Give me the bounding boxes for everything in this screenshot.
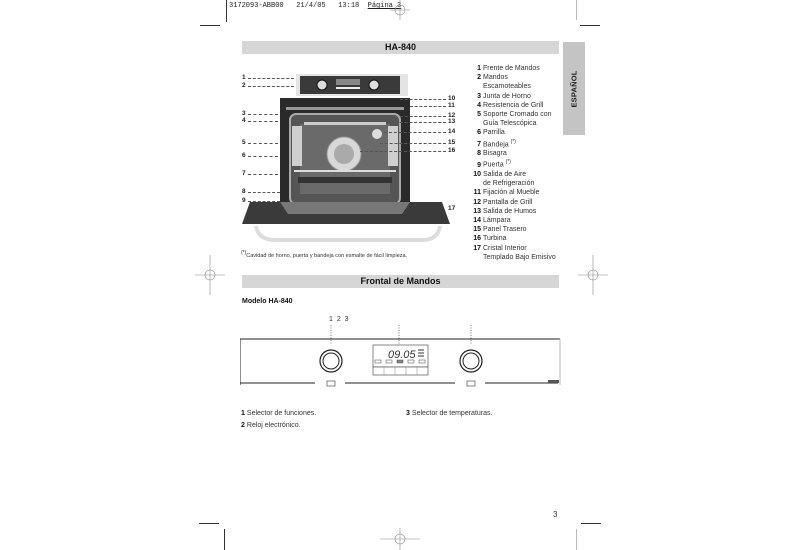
callout-label: 1 — [242, 74, 246, 81]
footnote: (*)Cavidad de horno, puerta y bandeja co… — [241, 250, 408, 259]
callout-label: 8 — [242, 188, 246, 195]
control-panel-diagram: 09.05 — [240, 325, 561, 387]
section-header-model: HA-840 — [242, 41, 559, 54]
callout-label: 7 — [242, 170, 246, 177]
oven-illustration — [242, 74, 450, 242]
crop-mark — [200, 25, 220, 26]
leader-line — [248, 78, 294, 79]
leader-line — [248, 192, 280, 193]
callout-label: 15 — [448, 139, 456, 146]
callout-label: 11 — [448, 102, 455, 109]
section-header-controls: Frontal de Mandos — [242, 275, 559, 288]
leader-line — [390, 122, 446, 123]
callout-label: 10 — [448, 95, 456, 102]
crop-mark — [580, 25, 600, 26]
registration-mark-icon — [390, 0, 410, 20]
callout-label: 13 — [448, 118, 456, 125]
leader-line — [400, 99, 446, 100]
callout-numbers: 1 2 3 — [329, 316, 350, 323]
crop-mark — [581, 523, 601, 524]
leader-line — [248, 114, 278, 115]
display-time: 09.05 — [388, 349, 416, 361]
leader-line — [380, 143, 446, 144]
print-slug: 3172093-ABB00 21/4/05 13:18 Página 3 — [229, 2, 402, 10]
callout-label: 2 — [242, 82, 246, 89]
leader-line — [400, 116, 446, 117]
leader-line — [248, 156, 278, 157]
callout-label: 12 — [448, 112, 456, 119]
crop-mark — [576, 529, 577, 550]
registration-mark-icon — [380, 528, 420, 550]
leader-line — [248, 86, 294, 87]
leader-line — [248, 143, 278, 144]
leader-line — [384, 132, 446, 133]
crop-mark — [199, 523, 219, 524]
callout-label: 16 — [448, 147, 456, 154]
leader-line — [360, 151, 446, 152]
callout-label: 4 — [242, 117, 246, 124]
page-number: 3 — [553, 510, 558, 519]
registration-mark-icon — [195, 255, 225, 295]
callout-label: 6 — [242, 152, 246, 159]
registration-mark-icon — [578, 255, 608, 295]
callout-label: 9 — [242, 197, 246, 204]
callout-label: 17 — [448, 205, 456, 212]
callout-label: 14 — [448, 128, 456, 135]
leader-line — [410, 106, 446, 107]
slug-rule — [226, 0, 227, 22]
crop-mark — [576, 0, 577, 20]
crop-mark — [224, 529, 225, 550]
callout-label: 5 — [242, 139, 246, 146]
model-label: Modelo HA-840 — [242, 298, 293, 305]
leader-line — [248, 121, 278, 122]
language-tab: ESPAÑOL — [563, 42, 585, 135]
callout-label: 3 — [242, 110, 246, 117]
leader-line — [248, 201, 280, 202]
leader-line — [248, 174, 278, 175]
